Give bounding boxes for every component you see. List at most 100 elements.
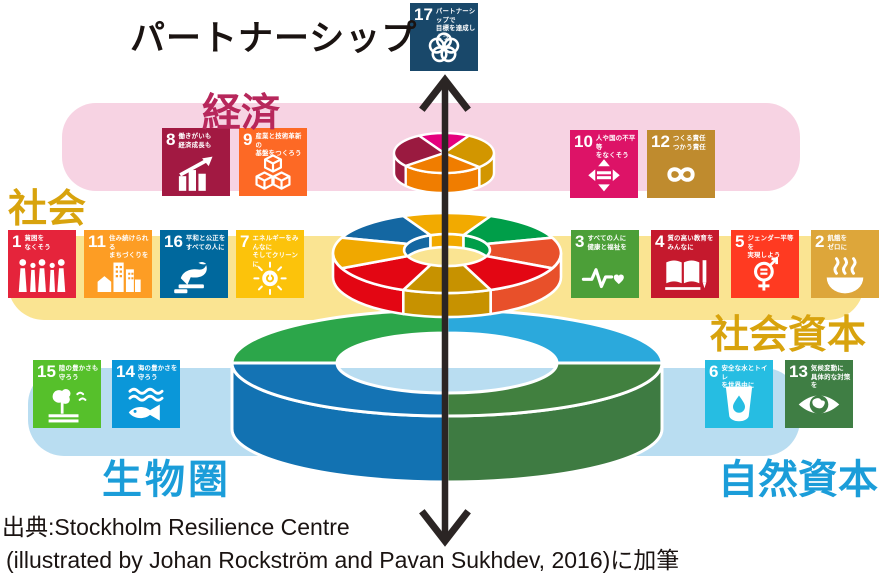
city-icon bbox=[84, 251, 152, 298]
sdg-2-label: 飢餓をゼロに bbox=[827, 235, 848, 251]
social-capital-label: 社会資本 bbox=[710, 314, 867, 357]
sdg-7-number: 7 bbox=[240, 232, 250, 251]
equality-triangles-icon bbox=[570, 151, 638, 198]
sdg-6-number: 6 bbox=[709, 362, 719, 381]
sdg-3-number: 3 bbox=[575, 232, 585, 251]
sdg-8-number: 8 bbox=[166, 130, 176, 149]
water-drop-icon bbox=[705, 381, 773, 428]
sdg-5-number: 5 bbox=[735, 232, 745, 251]
biosphere-tier bbox=[230, 308, 664, 484]
economy-top-right bbox=[442, 134, 496, 169]
sun-energy-icon bbox=[236, 251, 304, 298]
partnership-label: パートナーシップ bbox=[130, 19, 418, 58]
ekg-heart-icon bbox=[571, 251, 639, 298]
sdg-14-label: 海の豊かさを守ろう bbox=[137, 365, 178, 381]
sdg-11-number: 11 bbox=[88, 232, 106, 251]
economy-top-left bbox=[392, 134, 446, 168]
source-line-1: 出典:Stockholm Resilience Centre bbox=[2, 514, 350, 540]
sdg-10-number: 10 bbox=[574, 132, 593, 151]
sdg-5-label: ジェンダー平等を実現しよう bbox=[747, 235, 794, 260]
cubes-icon bbox=[239, 149, 307, 196]
sdg-16-label: 平和と公正をすべての人に bbox=[185, 235, 226, 251]
sdg-17-number: 17 bbox=[414, 5, 433, 24]
dove-gavel-icon bbox=[160, 251, 228, 298]
sdg-15-number: 15 bbox=[37, 362, 56, 381]
sdg-15-label: 陸の豊かさも守ろう bbox=[58, 365, 99, 381]
growth-chart-icon bbox=[162, 149, 230, 196]
axis-arrow-down-head bbox=[419, 509, 471, 547]
natural-capital-label: 自然資本 bbox=[718, 458, 878, 502]
sdg-10-label: 人や国の不平等をなくそう bbox=[595, 135, 636, 160]
sdg-12-label: つくる責任つかう責任 bbox=[672, 135, 706, 151]
bowl-steam-icon bbox=[811, 251, 879, 298]
tree-birds-icon bbox=[33, 381, 101, 428]
biosphere-top-back-right bbox=[445, 308, 664, 365]
sdg-13-number: 13 bbox=[789, 362, 808, 381]
sdg-3-label: すべての人に健康と福祉を bbox=[587, 235, 628, 251]
biosphere-top-front-right bbox=[445, 361, 664, 418]
biosphere-top-front-left bbox=[230, 361, 449, 418]
sdg-6-label: 安全な水とトイレを世界中に bbox=[721, 365, 768, 390]
economy-label: 経済 bbox=[202, 92, 281, 135]
axis-arrow-up-head bbox=[419, 74, 471, 112]
sdg-2-number: 2 bbox=[815, 232, 825, 251]
infinity-icon bbox=[647, 151, 715, 198]
fish-icon bbox=[112, 381, 180, 428]
sdg-13-label: 気候変動に具体的な対策を bbox=[810, 365, 851, 390]
society-top-left bbox=[331, 236, 409, 270]
sdg-1-label: 貧困をなくそう bbox=[24, 235, 51, 251]
sdg-9-number: 9 bbox=[243, 130, 253, 149]
axis-arrow bbox=[419, 74, 471, 547]
sdg-12-number: 12 bbox=[651, 132, 670, 151]
eye-globe-icon bbox=[785, 381, 853, 428]
biosphere-top-back-left bbox=[230, 308, 449, 365]
sdg-4-number: 4 bbox=[655, 232, 665, 251]
sdg-17-label: パートナーシップで目標を達成しよう bbox=[435, 8, 476, 41]
sdg-8-label: 働きがいも経済成長も bbox=[178, 133, 212, 149]
sdg-wheel-icon bbox=[410, 24, 478, 71]
sdg-1-number: 1 bbox=[12, 232, 22, 251]
people-icon bbox=[8, 251, 76, 298]
society-label: 社会 bbox=[8, 188, 87, 231]
book-pencil-icon bbox=[651, 251, 719, 298]
source-line-2: (illustrated by Johan Rockström and Pava… bbox=[6, 547, 680, 573]
sdg-16-number: 16 bbox=[164, 232, 183, 251]
